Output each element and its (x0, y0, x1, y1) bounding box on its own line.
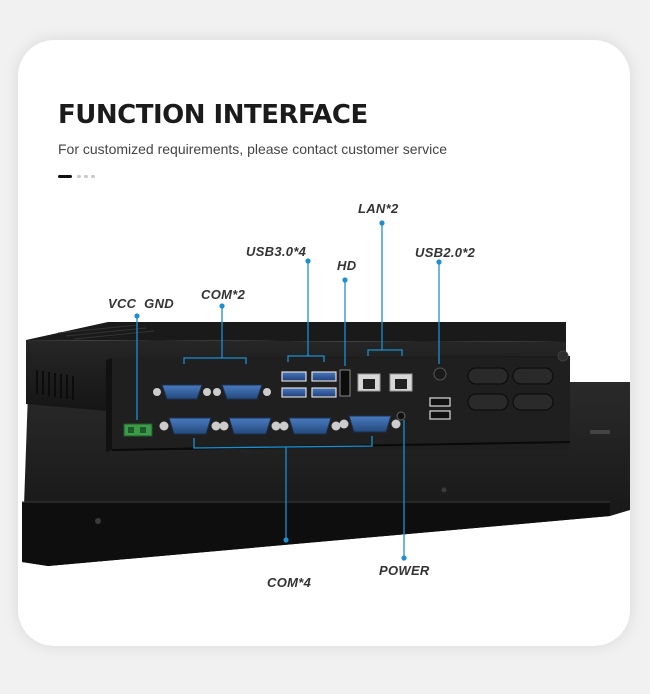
lan-ports (357, 373, 413, 392)
hdmi-port (339, 369, 351, 397)
hd-label: HD (337, 258, 357, 273)
pagination-dot[interactable] (77, 175, 81, 178)
pagination-dot[interactable] (91, 175, 95, 178)
vcc-gnd-terminal (123, 423, 153, 437)
page-subtitle: For customized requirements, please cont… (58, 141, 448, 157)
com-ports-bottom (159, 415, 401, 435)
power-button (396, 411, 406, 421)
com2-label: COM*2 (201, 287, 246, 302)
usb2-ports (429, 367, 451, 420)
knockout-plates (467, 367, 554, 411)
callout-dots (134, 220, 442, 561)
vcc-gnd-label: VCC GND (108, 296, 174, 311)
usb3-ports (281, 371, 337, 398)
com-ports-top (153, 384, 271, 400)
pagination-dot[interactable] (84, 175, 88, 178)
usb2-label: USB2.0*2 (415, 245, 476, 260)
com4-label: COM*4 (267, 575, 312, 590)
industrial-pc-illustration (22, 220, 630, 566)
power-label: POWER (379, 563, 430, 578)
page-title: FUNCTION INTERFACE (58, 100, 368, 130)
usb3-label: USB3.0*4 (246, 244, 307, 259)
pagination-dot-active[interactable] (58, 175, 72, 178)
lan-label: LAN*2 (358, 201, 399, 216)
callout-lines (136, 223, 440, 558)
product-card: FUNCTION INTERFACE For customized requir… (18, 40, 630, 646)
